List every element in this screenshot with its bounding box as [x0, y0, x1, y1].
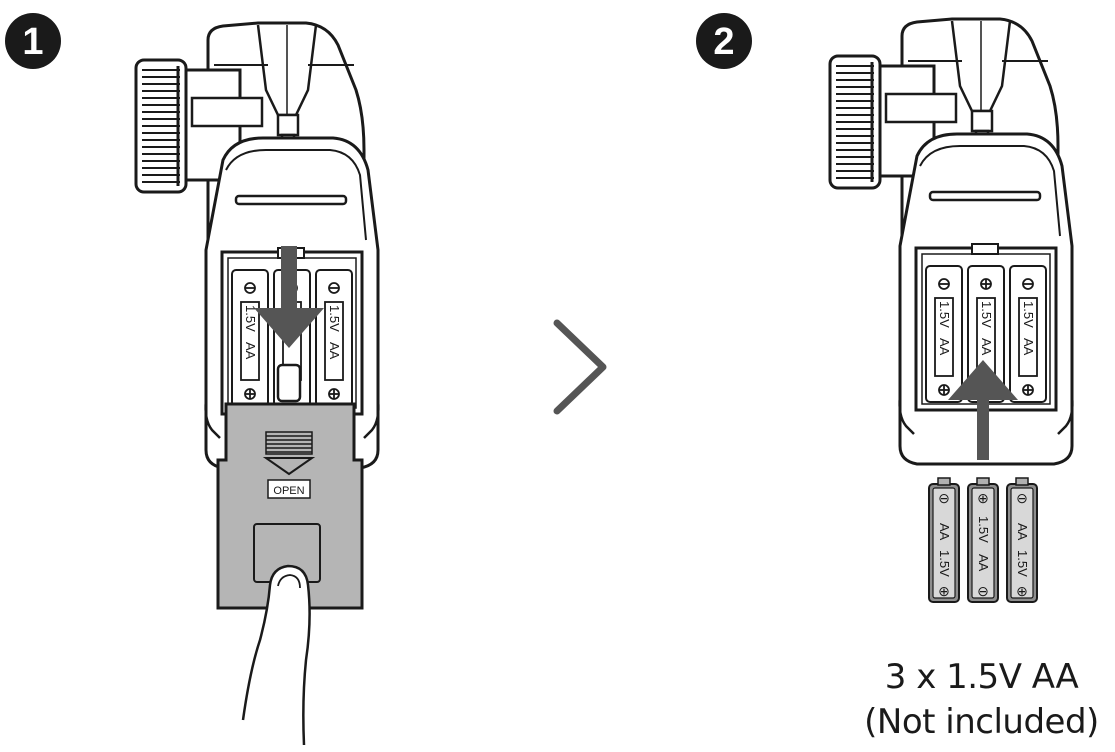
slot2-1-label-type: AA: [937, 338, 952, 356]
battery-cover: OPEN: [216, 402, 364, 610]
slot2-3-label-type: AA: [1021, 338, 1036, 356]
step-2-badge: 2: [696, 13, 752, 69]
loose-batteries: ⊖ AA 1.5V ⊕ ⊕ 1.5V AA ⊖ ⊖ AA 1.5V ⊕: [928, 477, 1038, 603]
finger-icon: [241, 564, 311, 746]
step-2-number: 2: [713, 21, 734, 63]
slot-3-label-type: AA: [327, 342, 342, 360]
battery-left-type: AA: [937, 523, 952, 541]
battery-right: ⊖ AA 1.5V ⊕: [1006, 477, 1038, 603]
device-step-1: 1.5V AA 1.5V AA OPEN: [134, 21, 380, 746]
slot2-3-label-voltage: 1.5V: [1021, 301, 1036, 328]
battery-middle: ⊕ 1.5V AA ⊖: [967, 477, 999, 603]
battery-right-voltage: 1.5V: [1015, 550, 1030, 577]
arrow-up-icon: [948, 360, 1018, 460]
battery-left-minus: ⊖: [938, 490, 950, 506]
battery-requirement-caption: 3 x 1.5V AA: [884, 657, 1079, 697]
slot-1-label-type: AA: [243, 342, 258, 360]
slot-3-label-voltage: 1.5V: [327, 305, 342, 332]
step-1-badge: 1: [5, 13, 61, 69]
battery-middle-plus: ⊕: [977, 490, 989, 506]
battery-middle-voltage: 1.5V: [976, 516, 991, 543]
slot2-1-label-voltage: 1.5V: [937, 301, 952, 328]
not-included-caption: (Not included): [864, 702, 1099, 742]
step-1-number: 1: [22, 21, 43, 63]
focus-knob-icon: [134, 58, 188, 194]
battery-left-voltage: 1.5V: [937, 550, 952, 577]
cover-open-label: OPEN: [273, 485, 304, 497]
slot2-2-label-voltage: 1.5V: [979, 301, 994, 328]
battery-middle-minus: ⊖: [977, 583, 989, 599]
battery-right-minus: ⊖: [1016, 490, 1028, 506]
focus-knob-icon-2: [828, 54, 882, 190]
battery-left: ⊖ AA 1.5V ⊕: [928, 477, 960, 603]
slot2-2-label-type: AA: [979, 338, 994, 356]
chevron-right-icon: [553, 319, 607, 415]
device-step-2: 1.5V AA 1.5V AA 1.5V AA: [828, 17, 1074, 466]
arrow-down-icon: [254, 246, 324, 348]
battery-middle-type: AA: [976, 554, 991, 572]
cover-down-triangle-icon: [262, 457, 316, 476]
battery-right-type: AA: [1015, 523, 1030, 541]
battery-left-plus: ⊕: [938, 583, 950, 599]
slot-1-label-voltage: 1.5V: [243, 305, 258, 332]
battery-right-plus: ⊕: [1016, 583, 1028, 599]
